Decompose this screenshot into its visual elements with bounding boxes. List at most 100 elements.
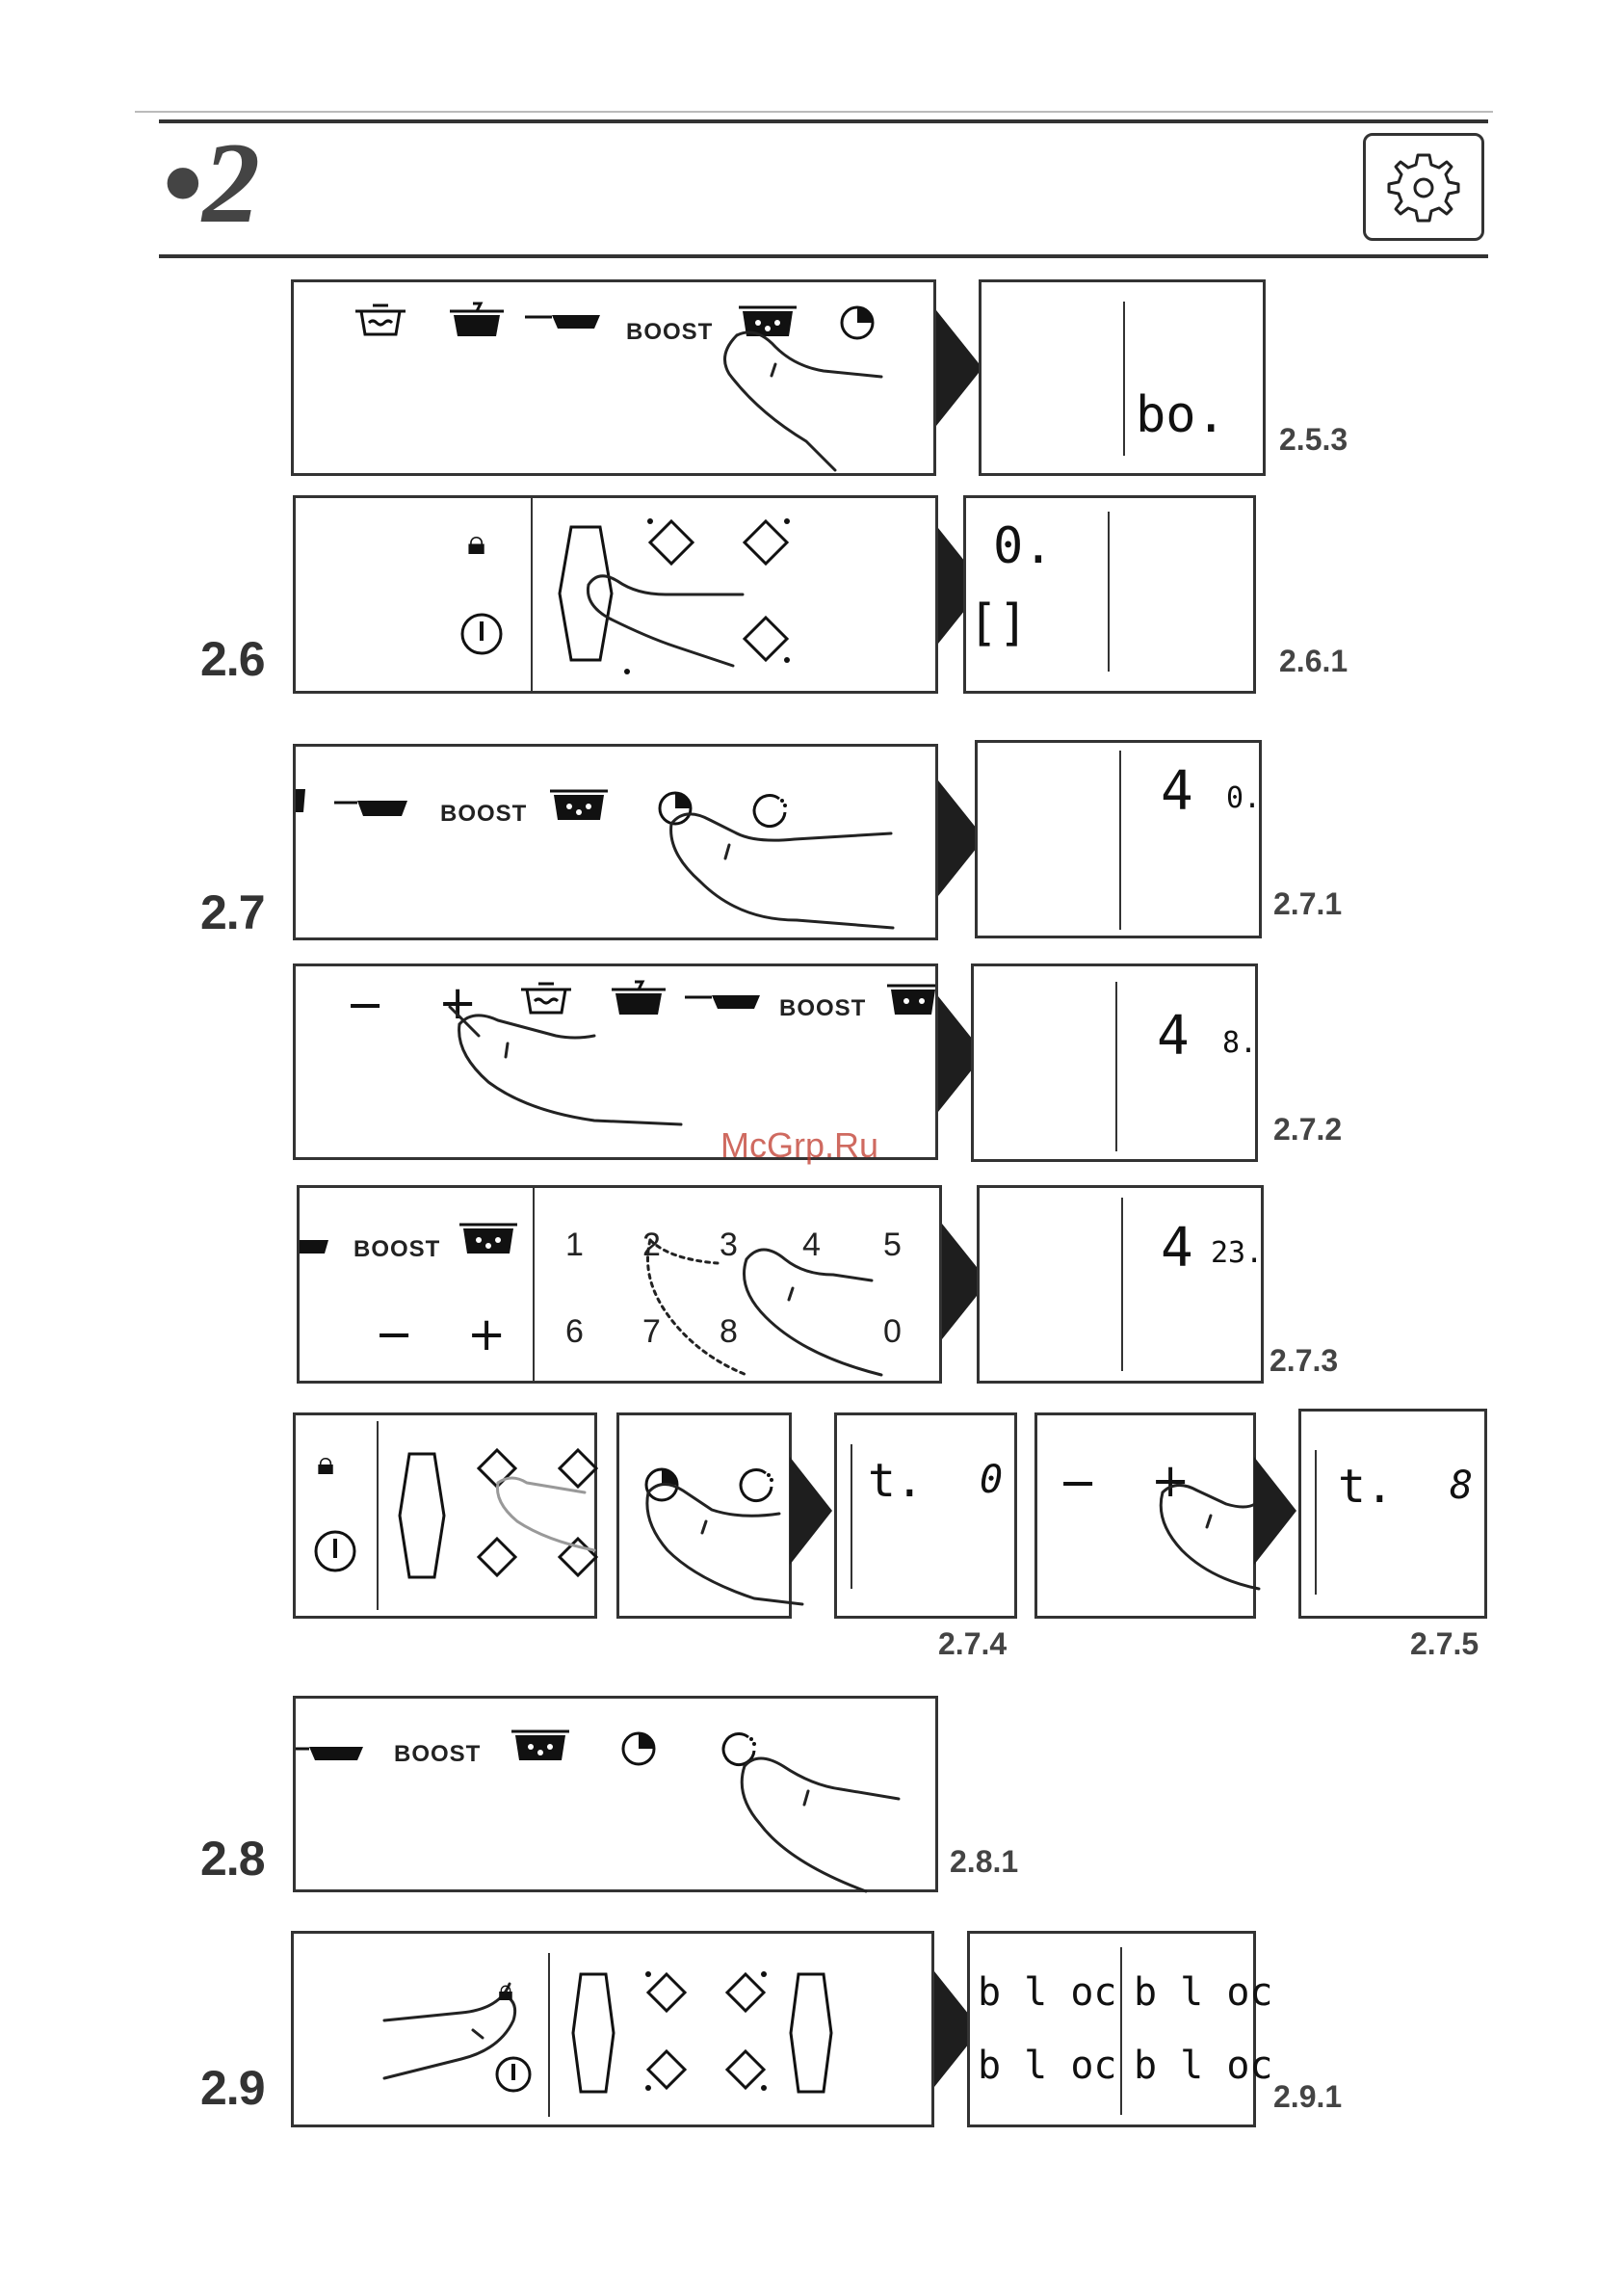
boost-label[interactable]: BOOST [440, 801, 527, 828]
boost-label[interactable]: BOOST [353, 1236, 440, 1263]
hand-pointer-icon [631, 1230, 881, 1385]
display-timer-value: 8 [1450, 1464, 1473, 1508]
section-2-8: 2.8 [200, 1831, 265, 1887]
figure-label-2-7-1: 2.7.1 [1273, 886, 1342, 922]
hand-pointer-icon [679, 326, 891, 480]
timer-icon[interactable] [619, 1729, 658, 1768]
hand-pointer-icon [662, 805, 893, 939]
power-icon[interactable] [313, 1529, 357, 1573]
figure-label-2-9-1: 2.9.1 [1273, 2079, 1342, 2115]
control-panel-boost: BOOST [291, 279, 936, 476]
control-panel-timer-small [616, 1412, 792, 1619]
minus-button[interactable]: − [1059, 1456, 1097, 1510]
display-lock-text: b l oc [978, 1970, 1117, 2015]
minus-button[interactable]: − [375, 1307, 413, 1361]
control-panel-plus-small: − + [1034, 1412, 1256, 1619]
control-panel-auto-timer: BOOST [293, 1696, 938, 1892]
section-2-7: 2.7 [200, 884, 265, 940]
arrow-274a [790, 1457, 832, 1565]
display-271: 4 0. [975, 740, 1262, 938]
display-level: 4 [1161, 760, 1193, 823]
display-level: 4 [1161, 1217, 1193, 1280]
lock-icon[interactable]: 🔒︎ [498, 1974, 513, 2008]
figure-label-2-5-3: 2.5.3 [1279, 422, 1348, 458]
plus-button[interactable]: + [467, 1307, 506, 1361]
boost-pot-icon [887, 980, 935, 1018]
gear-icon [1385, 149, 1462, 226]
section-2-9: 2.9 [200, 2060, 265, 2116]
figure-label-2-6-1: 2.6.1 [1279, 644, 1348, 679]
hand-pointer-icon [639, 1483, 802, 1618]
zone-oval-icon[interactable] [398, 1448, 446, 1583]
settings-button[interactable] [1363, 133, 1484, 241]
pot-steam-icon [352, 302, 409, 340]
display-level: 4 [1157, 1005, 1190, 1068]
zone-diamond-icon[interactable] [737, 514, 795, 571]
display-lock-text: b l oc [1134, 2044, 1273, 2088]
figure-label-2-7-4: 2.7.4 [938, 1626, 1007, 1662]
zone-oval-icon[interactable] [571, 1970, 615, 2096]
top-rule [135, 111, 1493, 113]
chapter-number: •2 [162, 120, 260, 246]
display-minutes: 23. [1211, 1236, 1263, 1270]
figure-label-2-7-5: 2.7.5 [1410, 1626, 1479, 1662]
zone-diamond-icon[interactable] [721, 1968, 770, 2017]
section-2-6: 2.6 [200, 631, 265, 687]
hand-pointer-icon [731, 1756, 924, 1901]
display-291: b l oc b l oc b l oc b l oc [967, 1931, 1256, 2127]
display-timer-label: t. [1338, 1460, 1394, 1514]
power-icon[interactable] [494, 2055, 533, 2094]
figure-label-2-7-3: 2.7.3 [1270, 1343, 1338, 1379]
figure-label-2-8-1: 2.8.1 [950, 1844, 1018, 1880]
watermark: McGrp.Ru [720, 1125, 878, 1166]
hand-pointer-icon [1153, 1483, 1259, 1598]
display-minutes: 0. [1226, 781, 1261, 815]
zone-diamond-icon[interactable] [642, 514, 700, 571]
control-panel-child-lock: 🔒︎ [291, 1931, 934, 2127]
lock-icon[interactable]: 🔒︎ [317, 1444, 334, 1483]
lock-icon[interactable]: 🔒︎ [467, 523, 485, 564]
pan-icon [300, 1236, 338, 1265]
boost-label[interactable]: BOOST [394, 1741, 481, 1768]
zone-diamond-icon[interactable] [721, 2045, 770, 2094]
minus-button[interactable]: − [346, 978, 384, 1032]
display-253: bo. [979, 279, 1266, 476]
power-icon[interactable] [459, 612, 504, 656]
header-rule-bottom [159, 254, 1488, 258]
arrow-253 [936, 310, 982, 426]
pan-icon [296, 1741, 373, 1770]
control-panel-zones: 🔒︎ [293, 1412, 597, 1619]
display-273: 4 23. [977, 1185, 1264, 1384]
keypad-key[interactable]: 6 [565, 1313, 584, 1351]
header-rule-top [159, 119, 1488, 123]
control-panel-keypad: BOOST − + 1 2 3 4 5 6 7 8 0 [297, 1185, 942, 1384]
display-272: 4 8. [971, 963, 1258, 1162]
keypad-key[interactable]: 5 [883, 1227, 902, 1264]
display-275: t. 8 [1298, 1409, 1487, 1619]
display-261: 0. [] [963, 495, 1256, 694]
pan-icon [296, 785, 411, 824]
display-lock-text: b l oc [1134, 1970, 1273, 2015]
display-lock-text: b l oc [978, 2044, 1117, 2088]
hand-pointer-icon [450, 1005, 700, 1140]
display-minutes: 8. [1222, 1026, 1257, 1060]
boost-label[interactable]: BOOST [779, 995, 866, 1022]
display-top-digit: 0. [993, 517, 1054, 575]
control-panel-lock: 🔒︎ [293, 495, 938, 694]
zone-diamond-icon[interactable] [642, 2045, 691, 2094]
boost-pot-icon [550, 785, 608, 824]
display-code: bo. [1136, 386, 1226, 444]
display-timer-value: 0 [980, 1458, 1003, 1502]
keypad-key[interactable]: 0 [883, 1313, 902, 1351]
zone-diamond-icon[interactable] [642, 1968, 691, 2017]
pot-lid-icon [448, 300, 506, 338]
pan-icon [525, 309, 602, 338]
boost-pot-icon [459, 1219, 517, 1257]
figure-label-2-7-2: 2.7.2 [1273, 1112, 1342, 1148]
control-panel-timer: BOOST [293, 744, 938, 940]
keypad-key[interactable]: 1 [565, 1227, 584, 1264]
boost-pot-icon [511, 1726, 569, 1764]
arrow-275 [1254, 1457, 1296, 1565]
zone-oval-icon[interactable] [789, 1970, 833, 2096]
display-timer-label: t. [868, 1454, 924, 1508]
